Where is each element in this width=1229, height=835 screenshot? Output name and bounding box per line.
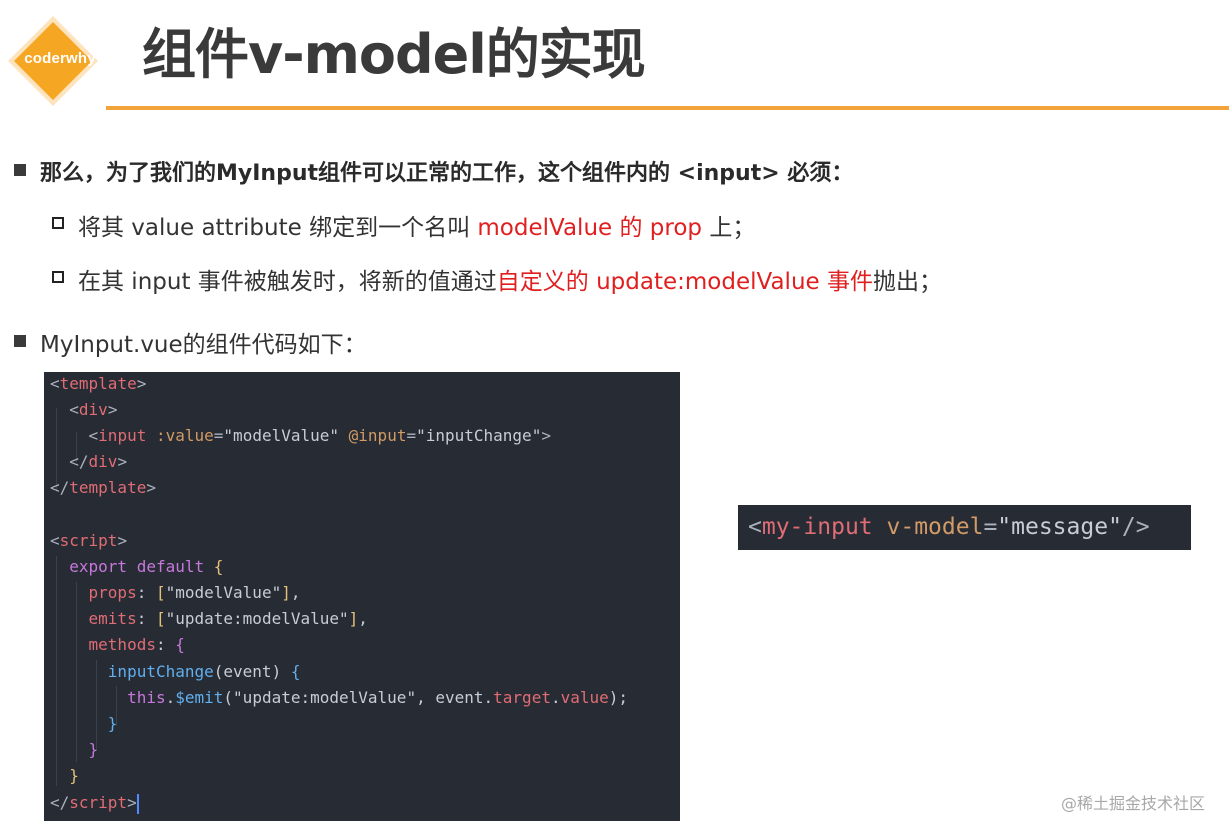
code-line: emits: ["update:modelValue"], <box>88 609 368 628</box>
diamond-logo-icon <box>8 16 98 106</box>
code-line: this.$emit("update:modelValue", event.ta… <box>127 688 629 707</box>
indent-guide <box>56 556 57 786</box>
bullet-square-icon <box>14 164 26 176</box>
code-line: <input :value="modelValue" @input="input… <box>88 426 551 445</box>
bullet-3-highlight: 自定义的 update:modelValue 事件 <box>496 269 873 295</box>
code-line: <template> <box>50 374 147 393</box>
code-line: export default { <box>69 557 224 576</box>
hollow-square-icon <box>52 271 64 283</box>
watermark: @稀土掘金技术社区 <box>1060 794 1205 813</box>
bullet-text-1: 那么，为了我们的MyInput组件可以正常的工作，这个组件内的 <input> … <box>40 161 854 186</box>
coderwhy-logo: coderwhy <box>6 14 100 108</box>
bullet-square-icon <box>14 335 26 347</box>
indent-guide <box>76 432 77 462</box>
title-divider <box>106 106 1229 110</box>
bullet-text-2: 将其 value attribute 绑定到一个名叫 modelValue 的 … <box>78 208 755 242</box>
code-line: props: ["modelValue"], <box>88 583 301 602</box>
code-block: <template> <div> <input :value="modelVal… <box>44 372 680 821</box>
indent-guide <box>76 582 77 762</box>
bullet-text-3: 在其 input 事件被触发时，将新的值通过自定义的 update:modelV… <box>78 262 942 296</box>
bullet-2-post: 上； <box>702 215 756 241</box>
page-title: 组件v-model的实现 <box>142 23 646 86</box>
bullet-2-pre: 将其 value attribute 绑定到一个名叫 <box>78 215 478 241</box>
text-cursor <box>136 793 139 814</box>
code-line: inputChange(event) { <box>107 662 301 681</box>
indent-guide <box>96 660 97 750</box>
bullet-3-post: 抛出； <box>872 269 942 295</box>
code-line: <div> <box>69 400 118 419</box>
indent-guide <box>56 408 57 492</box>
code-line: } <box>107 714 118 733</box>
bullet-text-4: MyInput.vue的组件代码如下： <box>40 332 367 358</box>
indent-guide <box>116 686 117 726</box>
code-line: } <box>69 766 79 785</box>
bullet-2-highlight: modelValue 的 prop <box>477 215 703 241</box>
usage-snippet: <my-input v-model="message"/> <box>738 505 1191 550</box>
code-line: methods: { <box>88 635 185 654</box>
code-line: </script> <box>50 793 139 814</box>
code-line: </div> <box>69 452 128 471</box>
logo-text: coderwhy <box>24 50 96 67</box>
code-line: </template> <box>50 478 156 497</box>
hollow-square-icon <box>52 217 64 229</box>
code-line: } <box>88 740 99 759</box>
code-line: <script> <box>50 531 128 550</box>
bullet-3-pre: 在其 input 事件被触发时，将新的值通过 <box>78 269 497 295</box>
